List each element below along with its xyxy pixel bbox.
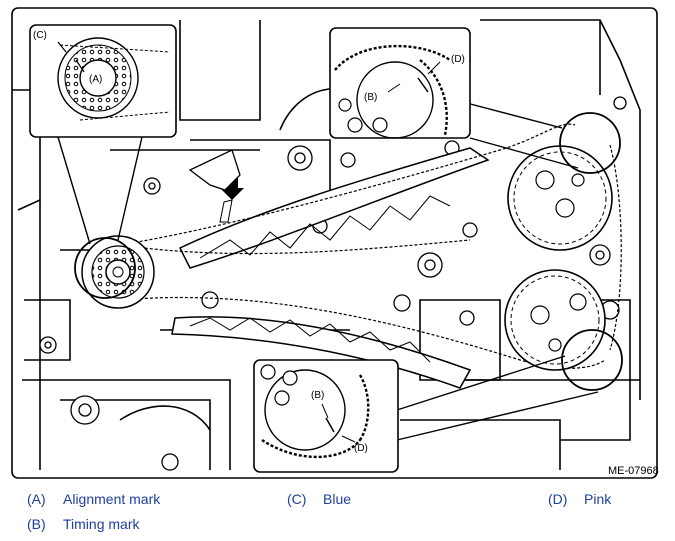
chain-guide-webbing [189,317,431,363]
inset-crank-detail [29,24,177,138]
legend: (A) Alignment mark (C) Blue (D) Pink (B) Tim… [0,486,675,541]
legend-item-a: (A) Alignment mark [27,491,160,507]
leader-lines [57,99,599,441]
inset-upper-cam-detail [329,27,471,139]
chain-guide-lower [171,316,472,389]
chain-tensioner-arm-upper [178,147,490,269]
callout-a: (A) [89,74,102,85]
legend-key: (A) [27,491,46,507]
legend-label: Blue [323,491,352,507]
legend-item-d: (D) Pink [548,491,611,507]
inset-lower-cam-detail [253,359,399,473]
callout-d-upper: (D) [451,54,465,65]
legend-label: Alignment mark [63,491,161,507]
engine-block [11,7,658,479]
legend-item-c: (C) Blue [287,491,351,507]
legend-key: (C) [287,491,307,507]
camshaft-sprocket-lower [504,269,606,371]
tensioner-arm-webbing [199,195,451,259]
legend-label: Timing mark [63,516,140,532]
callout-b-lower: (B) [311,390,324,401]
legend-key: (B) [27,516,46,532]
figure-code: ME-07968 [608,465,659,477]
tensioner-bracket [188,149,241,191]
timing-chain [119,123,622,369]
legend-key: (D) [548,491,568,507]
timing-chain-diagram: (C) (A) (D) (B) (B) (D) ME-07968 [11,7,659,479]
callout-d-lower: (D) [354,443,368,454]
callout-b-upper: (B) [364,92,377,103]
callout-c-top-left: (C) [33,30,47,41]
camshaft-sprocket-upper [507,145,613,251]
detail-circles [74,112,623,391]
legend-label: Pink [584,491,612,507]
crankshaft-sprocket [81,235,155,309]
legend-item-b: (B) Timing mark [27,516,140,532]
